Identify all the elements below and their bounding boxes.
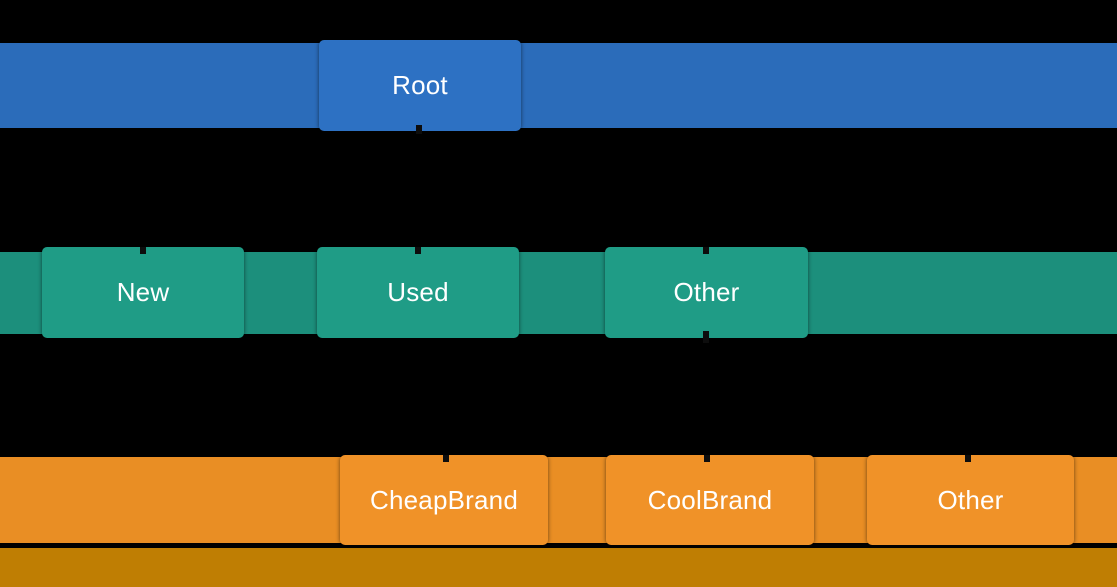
connector-tick-other1-top xyxy=(703,247,709,254)
node-new-label: New xyxy=(116,277,170,307)
node-cheapbrand-label: CheapBrand xyxy=(370,484,518,515)
connector-tick-cheapbrand-top xyxy=(443,455,449,462)
node-used[interactable]: Used xyxy=(317,247,519,338)
level-band-root xyxy=(0,43,1117,128)
node-new[interactable]: New xyxy=(42,247,244,338)
node-cheapbrand[interactable]: CheapBrand xyxy=(340,455,548,545)
connector-tick-other2-top xyxy=(965,455,971,462)
node-other-level1-label: Other xyxy=(673,277,740,307)
truncated-level-strip xyxy=(0,548,1117,587)
connector-tick-root-bottom xyxy=(416,125,422,134)
connector-tick-used-top xyxy=(415,247,421,254)
connector-tick-other1-bottom xyxy=(703,331,709,343)
node-used-label: Used xyxy=(387,277,449,307)
node-root-label: Root xyxy=(392,70,448,100)
node-root[interactable]: Root xyxy=(319,40,521,131)
node-other-level2-label: Other xyxy=(937,484,1004,515)
node-coolbrand-label: CoolBrand xyxy=(647,484,773,515)
node-other-level2[interactable]: Other xyxy=(867,455,1074,545)
node-coolbrand[interactable]: CoolBrand xyxy=(606,455,814,545)
connector-tick-new-top xyxy=(140,247,146,254)
connector-tick-coolbrand-top xyxy=(704,455,710,462)
node-other-level1[interactable]: Other xyxy=(605,247,808,338)
